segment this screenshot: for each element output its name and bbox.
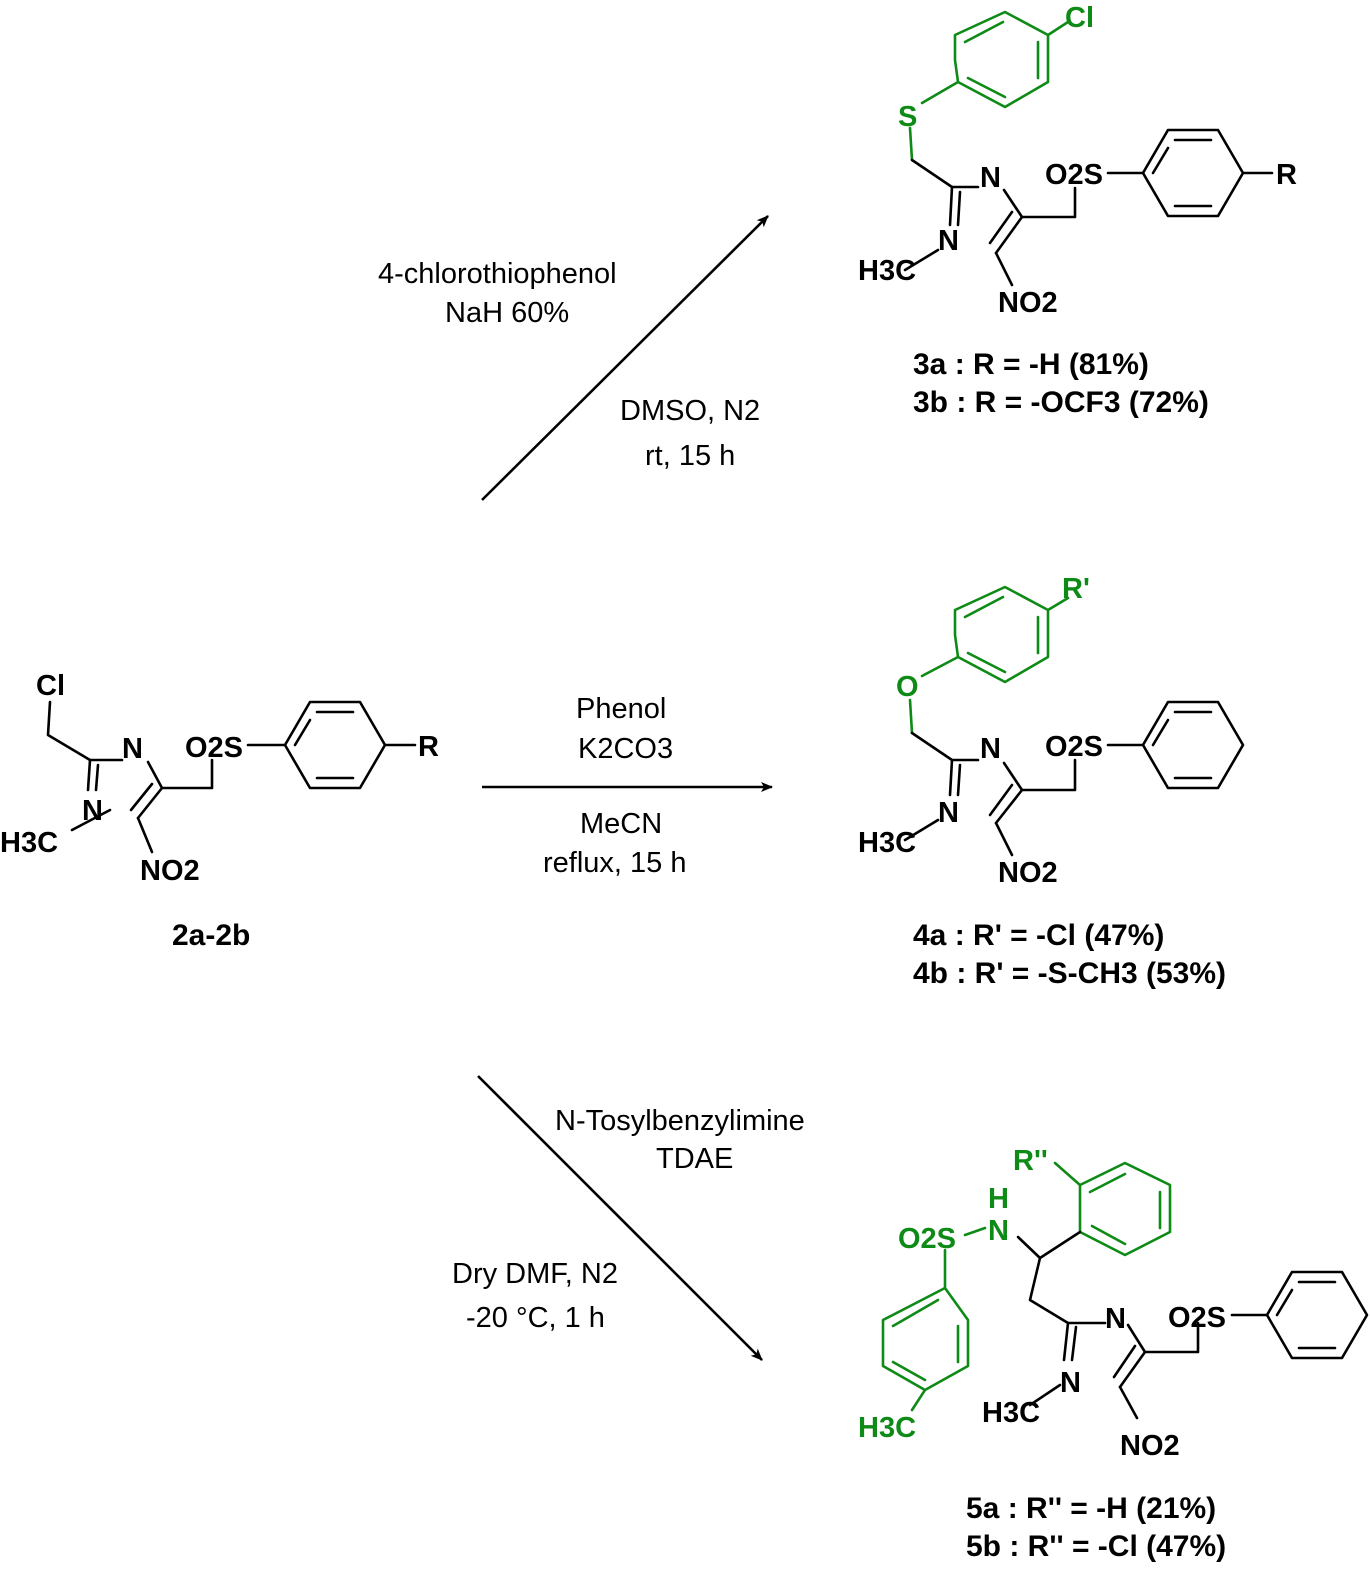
nitro-group: NO2 bbox=[998, 857, 1058, 889]
product-5-green-bonds bbox=[881, 1161, 1172, 1412]
result-5b: 5b : R'' = -Cl (47%) bbox=[966, 1530, 1226, 1563]
product-3-bonds bbox=[903, 128, 1274, 287]
r-prime-substituent: R' bbox=[1062, 573, 1090, 605]
result-4b: 4b : R' = -S-CH3 (53%) bbox=[913, 957, 1226, 990]
conditions-middle: Phenol K2CO3 MeCN reflux, 15 h bbox=[543, 693, 686, 879]
sulfonyl-group: O2S bbox=[185, 732, 243, 764]
solvent-mecn: MeCN bbox=[580, 808, 662, 840]
r-substituent: R bbox=[418, 731, 439, 763]
conditions-bottom: N-Tosylbenzylimine TDAE Dry DMF, N2 -20 … bbox=[452, 1105, 805, 1334]
methyl-group: H3C bbox=[0, 827, 58, 859]
ether-oxygen: O bbox=[896, 671, 919, 703]
product-4-bonds bbox=[903, 700, 1245, 857]
chloro-atom: Cl bbox=[1065, 2, 1094, 34]
starting-material-bonds bbox=[46, 700, 417, 854]
sulfonyl-group: O2S bbox=[1045, 159, 1103, 191]
methyl-group: H3C bbox=[982, 1397, 1040, 1429]
product-5: R'' H N O2S H3C N N H3C NO2 O2S 5a : R''… bbox=[858, 1145, 1369, 1563]
arrow-bottom bbox=[477, 1075, 763, 1361]
reagent-phenol: Phenol bbox=[576, 693, 666, 725]
reagent-tdae: TDAE bbox=[656, 1143, 733, 1175]
methyl-nitrogen: N bbox=[938, 225, 959, 257]
methyl-nitrogen: N bbox=[1060, 1367, 1081, 1399]
result-3b: 3b : R = -OCF3 (72%) bbox=[913, 386, 1209, 419]
conditions-low-temp: -20 °C, 1 h bbox=[466, 1302, 605, 1334]
product-3-green-bonds bbox=[908, 10, 1070, 162]
r-double-prime-substituent: R'' bbox=[1013, 1145, 1048, 1177]
solvent-dmso: DMSO, N2 bbox=[620, 395, 760, 427]
conditions-rt: rt, 15 h bbox=[645, 440, 735, 472]
result-3a: 3a : R = -H (81%) bbox=[913, 348, 1149, 381]
amine-hydrogen: H bbox=[988, 1183, 1009, 1215]
thioether-sulfur: S bbox=[898, 101, 917, 133]
product-3: Cl S N N H3C NO2 O2S R 3a : R = -H (81%)… bbox=[858, 2, 1297, 419]
product-5-bonds bbox=[1016, 1230, 1369, 1420]
product-4-green-bonds bbox=[908, 585, 1070, 735]
nitro-group: NO2 bbox=[998, 287, 1058, 319]
reagent-k2co3: K2CO3 bbox=[578, 733, 673, 765]
methyl-group: H3C bbox=[858, 255, 916, 287]
reagent-nah: NaH 60% bbox=[445, 297, 569, 329]
amine-nitrogen: N bbox=[988, 1215, 1009, 1247]
ring-nitrogen: N bbox=[1105, 1303, 1126, 1335]
methyl-group: H3C bbox=[858, 827, 916, 859]
product-4: R' O N N H3C NO2 O2S 4a : R' = -Cl (47%)… bbox=[858, 573, 1245, 990]
ring-nitrogen: N bbox=[122, 733, 143, 765]
starting-material-2a-2b: Cl N N H3C NO2 O2S R 2a-2b bbox=[0, 670, 439, 952]
reagent-4-chlorothiophenol: 4-chlorothiophenol bbox=[378, 258, 617, 290]
methyl-nitrogen: N bbox=[938, 797, 959, 829]
r-substituent: R bbox=[1276, 159, 1297, 191]
reagent-tosylbenzylimine: N-Tosylbenzylimine bbox=[555, 1105, 805, 1137]
ring-nitrogen: N bbox=[980, 733, 1001, 765]
compound-label: 2a-2b bbox=[172, 919, 250, 952]
conditions-top: 4-chlorothiophenol NaH 60% DMSO, N2 rt, … bbox=[378, 258, 760, 472]
methyl-nitrogen: N bbox=[82, 795, 103, 827]
sulfonyl-group: O2S bbox=[1168, 1302, 1226, 1334]
ring-nitrogen: N bbox=[980, 162, 1001, 194]
nitro-group: NO2 bbox=[140, 855, 200, 887]
solvent-dmf: Dry DMF, N2 bbox=[452, 1258, 618, 1290]
tosyl-methyl-group: H3C bbox=[858, 1412, 916, 1444]
result-4a: 4a : R' = -Cl (47%) bbox=[913, 919, 1164, 952]
chloro-atom: Cl bbox=[36, 670, 65, 702]
conditions-reflux: reflux, 15 h bbox=[543, 847, 686, 879]
tosyl-sulfonyl-group: O2S bbox=[898, 1223, 956, 1255]
sulfonyl-group: O2S bbox=[1045, 731, 1103, 763]
result-5a: 5a : R'' = -H (21%) bbox=[966, 1492, 1216, 1525]
arrow-top bbox=[481, 215, 769, 501]
nitro-group: NO2 bbox=[1120, 1430, 1180, 1462]
